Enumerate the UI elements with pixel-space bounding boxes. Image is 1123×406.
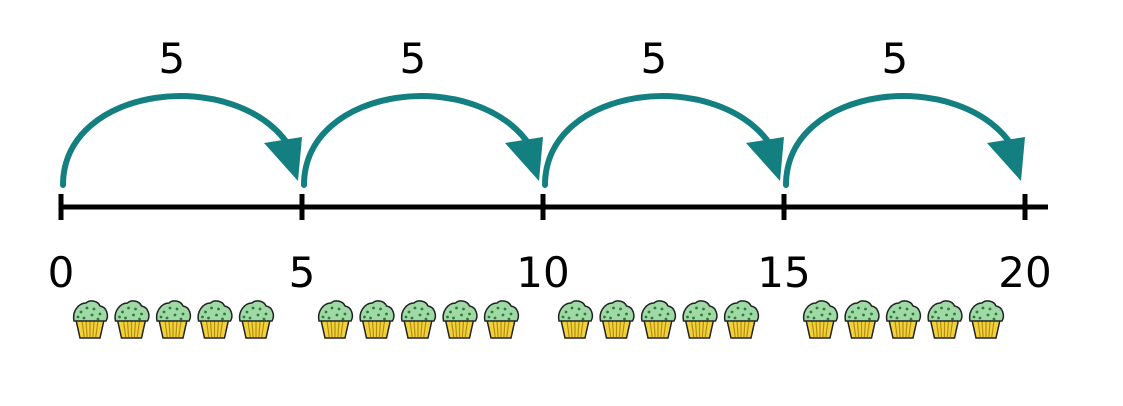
tick-label: 0 xyxy=(48,248,75,297)
cupcake-icon xyxy=(155,300,192,339)
cupcake-icon xyxy=(640,300,677,339)
cupcake-icon xyxy=(442,300,478,339)
tick-label: 15 xyxy=(757,248,810,297)
cupcake-icon xyxy=(238,300,275,339)
cupcake-icon xyxy=(197,300,233,339)
jump-label: 5 xyxy=(881,34,908,83)
arrowhead xyxy=(746,137,784,181)
cupcake-icon xyxy=(317,300,354,339)
jump-label: 5 xyxy=(399,34,426,83)
cupcake-icon xyxy=(723,300,760,339)
arrowhead xyxy=(987,137,1025,181)
jump-arc xyxy=(542,93,775,188)
cupcake-icon xyxy=(885,300,922,339)
cupcake-icon xyxy=(682,300,718,339)
cupcake-icon xyxy=(400,300,437,339)
tick-label: 20 xyxy=(998,248,1051,297)
tick-label: 10 xyxy=(516,248,569,297)
cupcake-icon xyxy=(968,300,1005,339)
jump-label: 5 xyxy=(158,34,185,83)
cupcake-icon xyxy=(359,300,395,339)
cupcake-icon xyxy=(557,300,594,339)
cupcake-icon xyxy=(114,300,150,339)
jump-arc xyxy=(60,93,293,188)
cupcake-icon xyxy=(802,300,839,339)
tick-labels: 0 5 10 15 20 xyxy=(48,248,1052,297)
tick-label: 5 xyxy=(289,248,316,297)
cupcake-icon xyxy=(72,300,109,339)
cupcake-rows xyxy=(72,300,1005,339)
number-line xyxy=(58,194,1048,220)
jump-arcs xyxy=(60,93,1025,188)
cupcake-icon xyxy=(599,300,635,339)
cupcake-icon xyxy=(483,300,520,339)
arrowhead xyxy=(264,137,302,181)
jump-arc xyxy=(301,93,534,188)
cupcake-icon xyxy=(844,300,880,339)
arrowhead xyxy=(505,137,543,181)
jump-labels: 5 5 5 5 xyxy=(158,34,908,83)
jump-label: 5 xyxy=(640,34,667,83)
jump-arc xyxy=(783,93,1016,188)
cupcake-icon xyxy=(927,300,963,339)
